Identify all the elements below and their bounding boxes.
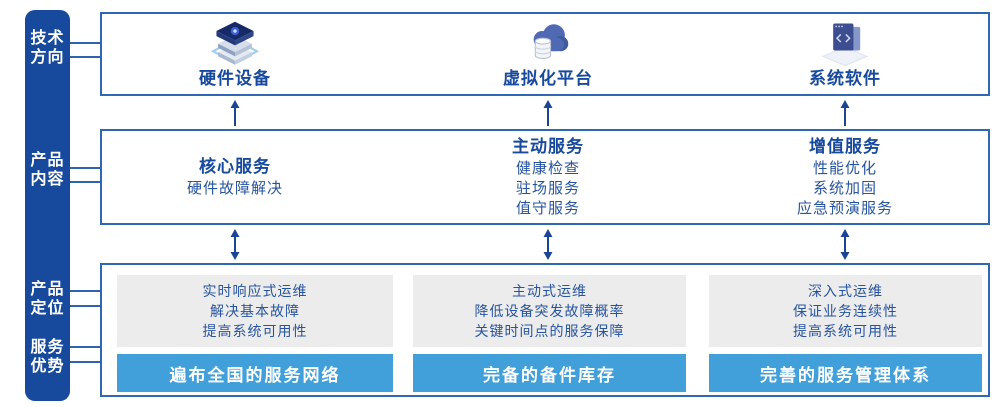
connector-line [70,346,101,348]
sidebar-label-product-content: 产品 内容 [30,152,65,188]
arrow-up-icon [543,100,553,126]
content-heading: 核心服务 [199,157,271,176]
arrow-updown-icon [543,229,553,260]
content-item: 健康检查 [515,160,580,177]
positioning-panel-deep: 深入式运维 保证业务连续性 提高系统可用性 [709,275,982,347]
product-content-box: 核心服务 硬件故障解决 主动服务 健康检查 驻场服务 值守服务 增值服务 性能优… [100,129,990,225]
connector-line [70,305,101,307]
positioning-line: 主动式运维 [512,283,587,299]
connector-line [70,42,101,44]
advantage-bar-network: 遍布全国的服务网络 [117,354,393,392]
connector-line [70,181,101,183]
content-item: 硬件故障解决 [186,180,283,197]
content-item: 系统加固 [812,180,877,197]
sidebar-label-tech-direction: 技术 方向 [30,30,65,66]
connector-line [70,361,101,363]
positioning-line: 关键时间点的服务保障 [474,323,625,339]
positioning-line: 深入式运维 [808,283,883,299]
arrow-updown-icon [230,229,240,260]
advantage-bar-spares: 完备的备件库存 [413,354,686,392]
positioning-line: 解决基本故障 [210,303,300,319]
sidebar-label-service-advantage: 服务 优势 [30,339,65,375]
connector-line [70,290,101,292]
arrow-up-icon [840,100,850,126]
positioning-line: 实时响应式运维 [202,283,308,299]
code-window-icon [821,23,869,67]
positioning-panel-proactive: 主动式运维 降低设备突发故障概率 关键时间点的服务保障 [413,275,686,347]
sidebar-label-product-position: 产品 定位 [30,281,65,317]
product-positioning-box: 实时响应式运维 解决基本故障 提高系统可用性 遍布全国的服务网络 主动式运维 降… [100,263,990,397]
content-item: 应急预演服务 [796,200,893,217]
positioning-line: 降低设备突发故障概率 [474,303,625,319]
tech-cell-virtualization: 虚拟化平台 [438,14,658,92]
server-stack-icon [210,21,260,65]
content-item: 性能优化 [812,160,877,177]
content-item: 值守服务 [515,200,580,217]
tech-label-software: 系统软件 [809,69,881,88]
tech-label-virtualization: 虚拟化平台 [503,69,593,88]
content-col-active-service: 主动服务 健康检查 驻场服务 值守服务 [438,131,658,223]
category-sidebar: 技术 方向 产品 内容 产品 定位 服务 优势 [25,10,70,401]
advantage-bar-management: 完善的服务管理体系 [709,354,982,392]
arrow-updown-icon [840,229,850,260]
arrow-up-icon [230,100,240,126]
content-col-value-added-service: 增值服务 性能优化 系统加固 应急预演服务 [735,131,955,223]
positioning-line: 提高系统可用性 [202,323,308,339]
tech-label-hardware: 硬件设备 [199,69,271,88]
tech-cell-hardware: 硬件设备 [125,14,345,92]
content-heading: 增值服务 [809,137,881,156]
positioning-panel-realtime: 实时响应式运维 解决基本故障 提高系统可用性 [117,275,393,347]
positioning-line: 提高系统可用性 [793,323,898,339]
connector-line [70,167,101,169]
tech-direction-box: 硬件设备 虚拟化平台 [100,12,990,96]
content-heading: 主动服务 [512,137,584,156]
positioning-line: 保证业务连续性 [793,303,898,319]
content-item: 驻场服务 [515,180,580,197]
cloud-database-icon [533,24,569,59]
content-col-core-service: 核心服务 硬件故障解决 [125,131,345,223]
tech-cell-software: 系统软件 [735,14,955,92]
connector-line [70,56,101,58]
